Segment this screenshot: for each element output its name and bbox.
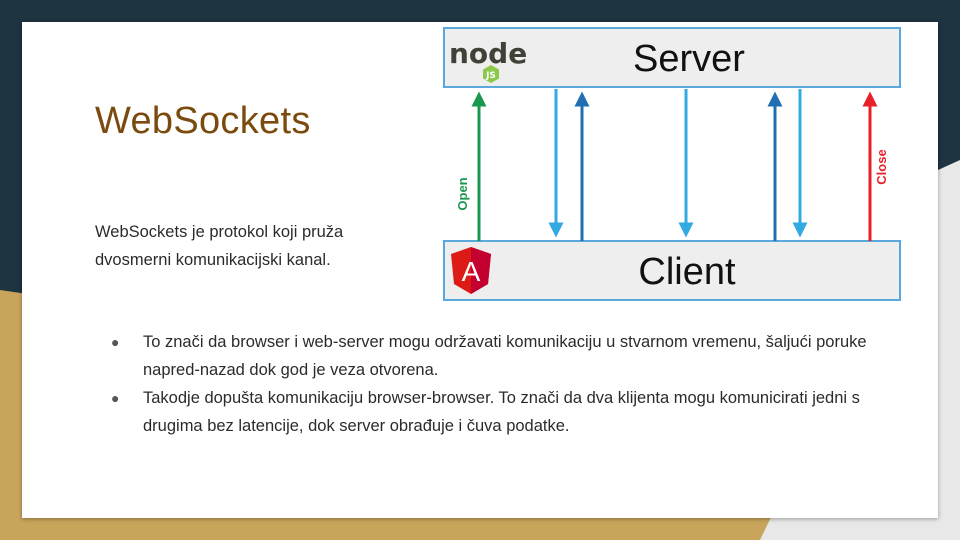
intro-text: WebSockets je protokol koji pruža dvosme… [95, 223, 344, 269]
node-logo-text: node [449, 37, 527, 70]
angular-logo-icon: A [451, 247, 491, 294]
bullet-text: Takodje dopušta komunikaciju browser-bro… [143, 389, 860, 435]
node-js-badge-icon: JS [483, 65, 499, 83]
angular-logo-text: A [462, 256, 481, 287]
bullet-item: ● To znači da browser i web-server mogu o… [95, 328, 895, 384]
open-label: Open [455, 177, 470, 210]
bullet-dot-icon: ● [111, 334, 120, 350]
bullet-list: ● To znači da browser i web-server mogu o… [95, 328, 895, 440]
client-box: A Client [443, 240, 901, 301]
client-label: Client [638, 251, 736, 293]
node-js-badge-text: JS [485, 71, 496, 81]
bullet-item: ● Takodje dopušta komunikaciju browser-br… [95, 384, 895, 440]
server-label: Server [633, 38, 745, 80]
slide-title: WebSockets [95, 100, 311, 142]
bullet-text: To znači da browser i web-server mogu od… [143, 333, 867, 379]
server-box: node JS Server [443, 27, 901, 88]
close-label: Close [874, 149, 889, 184]
slide: WebSockets WebSockets je protokol koji p… [22, 22, 938, 518]
websocket-diagram: node JS Server A Client Open Close [443, 27, 901, 301]
bullet-dot-icon: ● [111, 390, 120, 406]
